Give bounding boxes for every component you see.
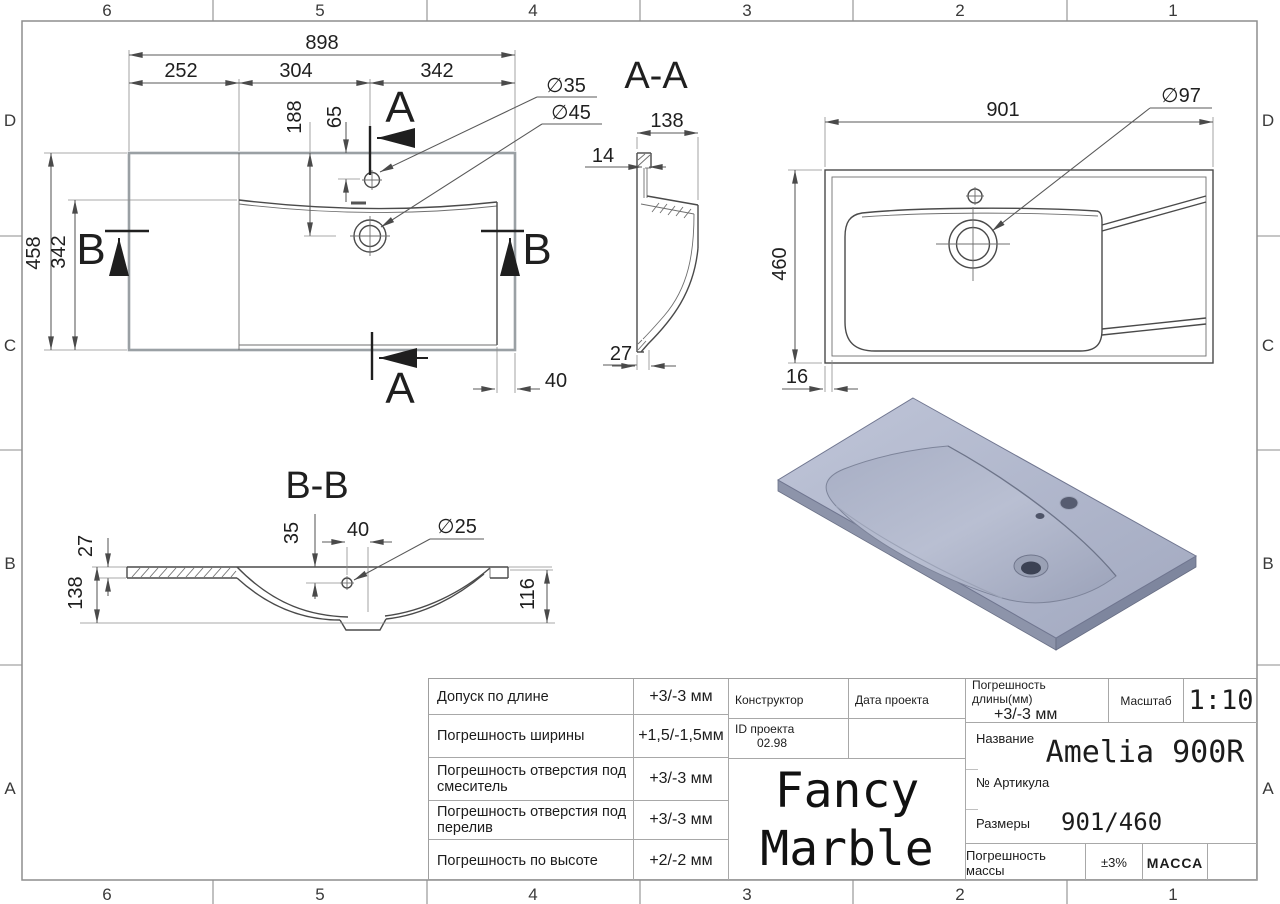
plan-view-dimensions: 898 252 304 342 188 65 458 342 40 ∅35 ∅4… xyxy=(23,32,602,393)
dim-304: 304 xyxy=(279,60,312,82)
dim-27: 27 xyxy=(610,343,632,365)
grid-row-label: B xyxy=(4,554,15,573)
section-bb-view: B-B xyxy=(80,465,555,631)
title-block: Допуск по длине +3/-3 мм Погрешность шир… xyxy=(428,677,1258,881)
mass-tolerance-value: ±3% xyxy=(1086,843,1143,881)
dim-342-top: 342 xyxy=(420,60,453,82)
grid-col-label: 3 xyxy=(742,885,751,904)
section-letter-a: A xyxy=(385,83,415,132)
name-label: Название xyxy=(976,731,1035,746)
dim-40: 40 xyxy=(545,370,567,392)
dim-14: 14 xyxy=(592,145,614,167)
tolerance-value: +3/-3 мм xyxy=(634,801,729,840)
bottom-view-dimensions: 901 ∅97 460 16 xyxy=(769,85,1214,392)
product-name: Amelia 900R xyxy=(1045,735,1245,770)
grid-col-label: 5 xyxy=(315,1,324,20)
section-aa-view: A-A xyxy=(624,55,699,353)
grid-col-label: 3 xyxy=(742,1,751,20)
grid-row-label: D xyxy=(4,111,16,130)
dim-901: 901 xyxy=(986,99,1019,121)
dim-188: 188 xyxy=(284,100,306,133)
dim-342-left: 342 xyxy=(48,235,70,268)
dim-35: 35 xyxy=(281,522,303,544)
callout-d97: ∅97 xyxy=(1161,85,1201,107)
grid-row-label: C xyxy=(4,336,16,355)
brand-line-2: Marble xyxy=(760,821,934,877)
dim-898: 898 xyxy=(305,32,338,54)
length-tolerance-value: +3/-3 мм xyxy=(994,705,1058,723)
callout-d35: ∅35 xyxy=(546,75,586,97)
sizes-label: Размеры xyxy=(976,816,1031,831)
tolerance-label: Допуск по длине xyxy=(429,679,634,715)
tolerance-value: +2/-2 мм xyxy=(634,840,729,881)
section-aa-title: A-A xyxy=(624,55,688,97)
grid-col-label: 6 xyxy=(102,885,111,904)
grid-row-label: A xyxy=(4,779,16,798)
tolerance-label: Погрешность по высоте xyxy=(429,840,634,881)
project-id-value: 02.98 xyxy=(757,736,788,750)
callout-d25: ∅25 xyxy=(437,516,477,538)
length-tolerance-label: Погрешность длины(мм) xyxy=(972,677,1046,706)
dim-40: 40 xyxy=(347,519,369,541)
dim-460: 460 xyxy=(769,247,791,280)
grid-row-label: B xyxy=(1262,554,1273,573)
grid-col-label: 5 xyxy=(315,885,324,904)
grid-col-label: 1 xyxy=(1168,885,1177,904)
mass-tolerance-label: Погрешность массы xyxy=(966,843,1086,881)
article-label: № Артикула xyxy=(976,775,1050,790)
section-aa-dimensions: 138 14 27 xyxy=(585,110,699,370)
empty-cell xyxy=(849,719,966,759)
grid-row-label: D xyxy=(1262,111,1274,130)
tolerance-label: Погрешность ширины xyxy=(429,715,634,758)
section-letter-a: A xyxy=(385,364,415,413)
dim-65: 65 xyxy=(324,106,346,128)
dim-16: 16 xyxy=(786,366,808,388)
mass-label: МАССА xyxy=(1143,843,1208,881)
constructor-label: Конструктор xyxy=(729,679,849,719)
tolerance-label: Погрешность отверстия под перелив xyxy=(429,801,634,840)
dim-138: 138 xyxy=(650,110,683,132)
section-letter-b: B xyxy=(76,225,105,274)
dim-458: 458 xyxy=(23,236,45,269)
callout-d45: ∅45 xyxy=(551,102,591,124)
isometric-render xyxy=(777,397,1198,651)
divider-stub xyxy=(966,769,978,770)
tolerance-label: Погрешность отверстия под смеситель xyxy=(429,758,634,801)
section-cut-marks: A A B B xyxy=(76,83,551,413)
dim-27: 27 xyxy=(75,535,97,557)
brand-line-1: Fancy xyxy=(774,763,920,819)
grid-col-label: 2 xyxy=(955,1,964,20)
bottom-view xyxy=(824,169,1214,364)
dim-116: 116 xyxy=(517,578,539,610)
tolerance-value: +3/-3 мм xyxy=(634,679,729,715)
grid-col-label: 2 xyxy=(955,885,964,904)
tolerance-value: +3/-3 мм xyxy=(634,758,729,801)
dim-138: 138 xyxy=(65,576,87,609)
grid-col-label: 4 xyxy=(528,1,537,20)
grid-labels: 6 5 4 3 2 1 6 5 4 3 2 1 D C B A D C B A xyxy=(4,1,1274,904)
grid-row-label: C xyxy=(1262,336,1274,355)
section-bb-dimensions: 27 138 35 40 ∅25 116 xyxy=(65,514,553,623)
dim-252: 252 xyxy=(164,60,197,82)
section-letter-b: B xyxy=(522,225,551,274)
scale-label: Масштаб xyxy=(1109,679,1184,723)
section-bb-title: B-B xyxy=(285,465,348,507)
sizes-value: 901/460 xyxy=(1061,808,1163,836)
tolerance-value: +1,5/-1,5мм xyxy=(634,715,729,758)
grid-row-label: A xyxy=(1262,779,1274,798)
grid-col-label: 6 xyxy=(102,1,111,20)
plan-view xyxy=(127,151,517,352)
divider-stub xyxy=(966,809,978,810)
scale-value: 1:10 xyxy=(1184,679,1258,723)
empty-cell xyxy=(1208,843,1258,881)
grid-col-label: 4 xyxy=(528,885,537,904)
grid-col-label: 1 xyxy=(1168,1,1177,20)
project-id-label: ID проекта xyxy=(735,722,795,736)
project-date-label: Дата проекта xyxy=(849,679,966,719)
